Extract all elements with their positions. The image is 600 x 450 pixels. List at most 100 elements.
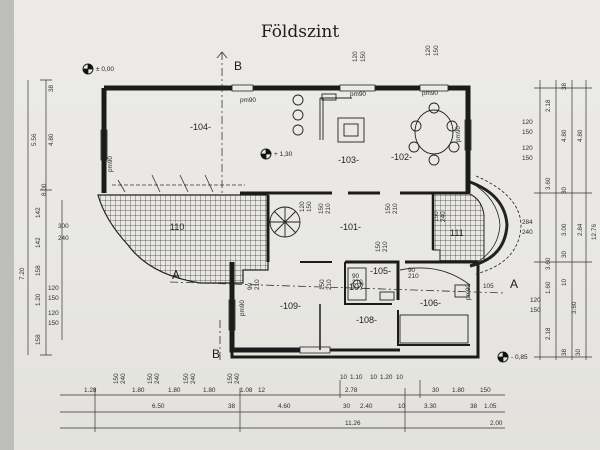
opening-label: pm90 [240,97,256,104]
dim-bottom: 12 [258,387,266,394]
bay-hatch [432,193,485,263]
dim-bottom: 240 [120,373,127,384]
dining-table [408,102,460,166]
dim-right: 1.60 [545,281,552,294]
dim-top: 120 [352,51,359,62]
section-lines [169,51,506,360]
terrace-hatch [97,194,269,284]
dim-right: 240 [522,229,533,236]
level-marker-entry: ± 0,00 [82,63,114,75]
dim-right: 38 [561,348,568,356]
dim-bottom: 2.78 [345,387,358,394]
dim-bottom: 30 [343,403,351,410]
opening-label: pm90 [350,91,366,98]
dim-right: 150 [530,307,541,314]
dim-right: 4.80 [577,129,584,142]
dim-inner: 150 [375,241,382,252]
room-108: -108- [356,315,377,325]
dim-inner: 150 [306,201,313,212]
dim-left: 150 [48,295,59,302]
dim-inner: 150 [433,211,440,222]
dim-left: 7.20 [19,267,26,280]
bottom-dimension-lines [60,380,505,432]
level-entry: ± 0,00 [96,66,114,73]
dim-bottom: 2.40 [360,403,373,410]
dim-bottom: 150 [227,373,234,384]
dim-inner: 210 [382,241,389,252]
dim-right: 150 [522,155,533,162]
dim-bottom: 38 [228,403,236,410]
dim-right: 284 [522,219,533,226]
dim-right: 12.76 [591,224,598,240]
dim-bottom: 1.80 [452,387,465,394]
dim-right: 30 [561,250,568,258]
dim-bottom: 150 [480,387,491,394]
opening-label: pm90 [239,300,246,316]
dim-bottom: 240 [234,373,241,384]
dim-inner: 210 [352,279,363,286]
dim-bottom: 6.50 [152,403,165,410]
dim-left: 142 [35,237,42,248]
dim-bottom: 150 [113,373,120,384]
dim-bottom: 240 [190,373,197,384]
dim-inner: 210 [408,273,419,280]
dim-inner: 240 [440,211,447,222]
room-110: 110 [170,222,184,232]
dim-right: 105 [483,283,494,290]
room-105: -105- [370,266,391,276]
dim-bottom: 30 [432,387,440,394]
dim-bottom: 150 [147,373,154,384]
section-a-left: A [172,268,180,282]
level-raised: + 1,30 [274,151,293,158]
windows [100,84,472,354]
dim-bottom: 1.20 [380,374,393,381]
opening-label: pm90 [422,90,438,97]
room-106: -106- [420,298,441,308]
left-dimension-lines [27,79,63,356]
dim-left: 38 [48,84,55,92]
dim-inner: 150 [319,279,326,290]
dim-right: 3.00 [561,223,568,236]
dim-right: 120 [522,145,533,152]
room-102: -102- [391,152,412,162]
plan-title: Földszint [261,22,339,42]
dim-bottom: 240 [154,373,161,384]
opening-label: pm90 [455,126,462,142]
dim-right: 120 [522,119,533,126]
dim-inner: 210 [392,203,399,214]
dim-bottom: 150 [183,373,190,384]
dim-inner: 90 [408,267,416,274]
spiral-stair [269,206,301,238]
dim-left: 240 [58,235,69,242]
dim-left: 4.80 [48,133,55,146]
dim-inner: 120 [299,201,306,212]
dim-left: 158 [35,265,42,276]
right-dimension-lines [534,80,592,360]
dim-bottom: 1.10 [350,374,363,381]
section-b-top: B [234,59,242,73]
opening-label: pm90 [465,284,472,300]
dim-inner: 210 [325,203,332,214]
terrace-rail [112,174,245,193]
dim-right: 30 [575,348,582,356]
dim-left: 120 [48,310,59,317]
dim-top: 150 [433,45,440,56]
dim-left: 8.00 [41,183,48,196]
dim-bottom: 1.80 [203,387,216,394]
dim-left: 5.56 [31,133,38,146]
table-background [0,0,14,450]
dim-right: 2.18 [545,99,552,112]
dim-right: 3.60 [571,301,578,314]
room-111: 111 [450,228,464,238]
dim-right: 3.60 [545,177,552,190]
dim-bottom: 38 [470,403,478,410]
dim-left: 150 [48,320,59,327]
dim-top: 120 [425,45,432,56]
dim-bottom: 4.60 [278,403,291,410]
dim-bottom: 1.05 [484,403,497,410]
dim-inner: 150 [318,203,325,214]
dim-right: 4.80 [561,129,568,142]
dim-right: 2.18 [545,327,552,340]
dim-right: 10 [561,278,568,286]
